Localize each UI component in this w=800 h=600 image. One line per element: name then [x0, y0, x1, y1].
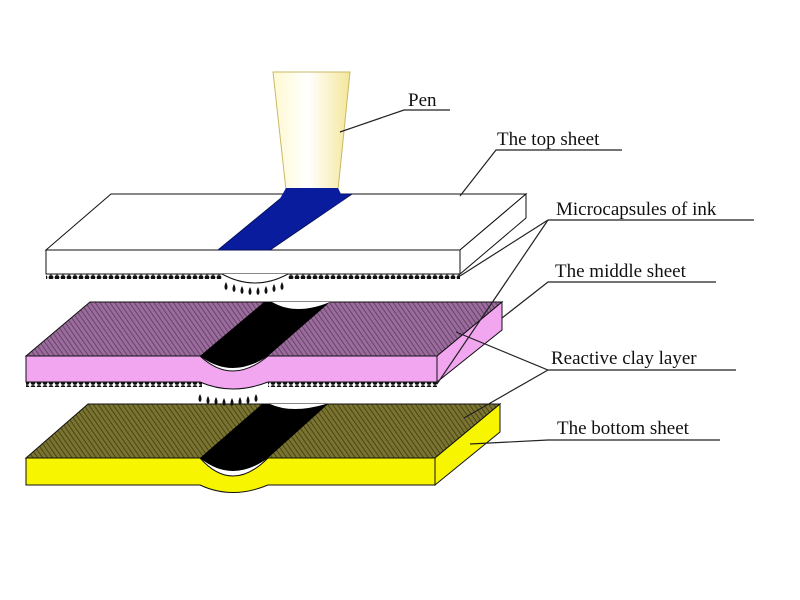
- label-top-sheet: The top sheet: [497, 129, 600, 150]
- label-bottom-sheet: The bottom sheet: [557, 418, 690, 439]
- bottom-ink-mark: [200, 404, 328, 471]
- leader-top-sheet: [459, 149, 622, 197]
- bottom-recess: [270, 404, 326, 409]
- ink-droplets-upper: [224, 282, 284, 295]
- middle-microcapsule-row-right: [268, 382, 437, 387]
- leader-microcapsules-top: [459, 219, 549, 277]
- ink-droplets-lower: [198, 394, 258, 406]
- top-sheet-dent: [221, 273, 289, 284]
- middle-recess: [272, 302, 330, 309]
- label-reactive-clay: Reactive clay layer: [551, 348, 697, 369]
- top-sheet-side-face: [459, 192, 527, 276]
- leader-middle-sheet: [501, 281, 716, 319]
- bottom-sheet-side-face: [434, 402, 501, 487]
- label-pen: Pen: [408, 90, 437, 111]
- top-microcapsule-row-left: [46, 274, 222, 279]
- leader-pen: [339, 109, 450, 133]
- label-middle-sheet: The middle sheet: [555, 261, 687, 282]
- top-sheet-front-face: [45, 249, 461, 275]
- pen: [268, 71, 351, 228]
- middle-ink-mark: [200, 302, 330, 368]
- top-microcapsule-row-right: [288, 274, 460, 279]
- pen-body: [272, 71, 351, 191]
- pen-tip: [268, 188, 344, 228]
- leader-lines: [339, 109, 754, 445]
- bottom-sheet: [24, 402, 502, 493]
- middle-sheet: [24, 300, 504, 390]
- leader-reactive-clay-bottom: [463, 369, 549, 419]
- leader-microcapsules-middle: [436, 219, 549, 385]
- label-microcapsules: Microcapsules of ink: [556, 199, 717, 220]
- middle-microcapsule-row-left: [26, 382, 202, 387]
- leader-bottom-sheet: [469, 439, 720, 445]
